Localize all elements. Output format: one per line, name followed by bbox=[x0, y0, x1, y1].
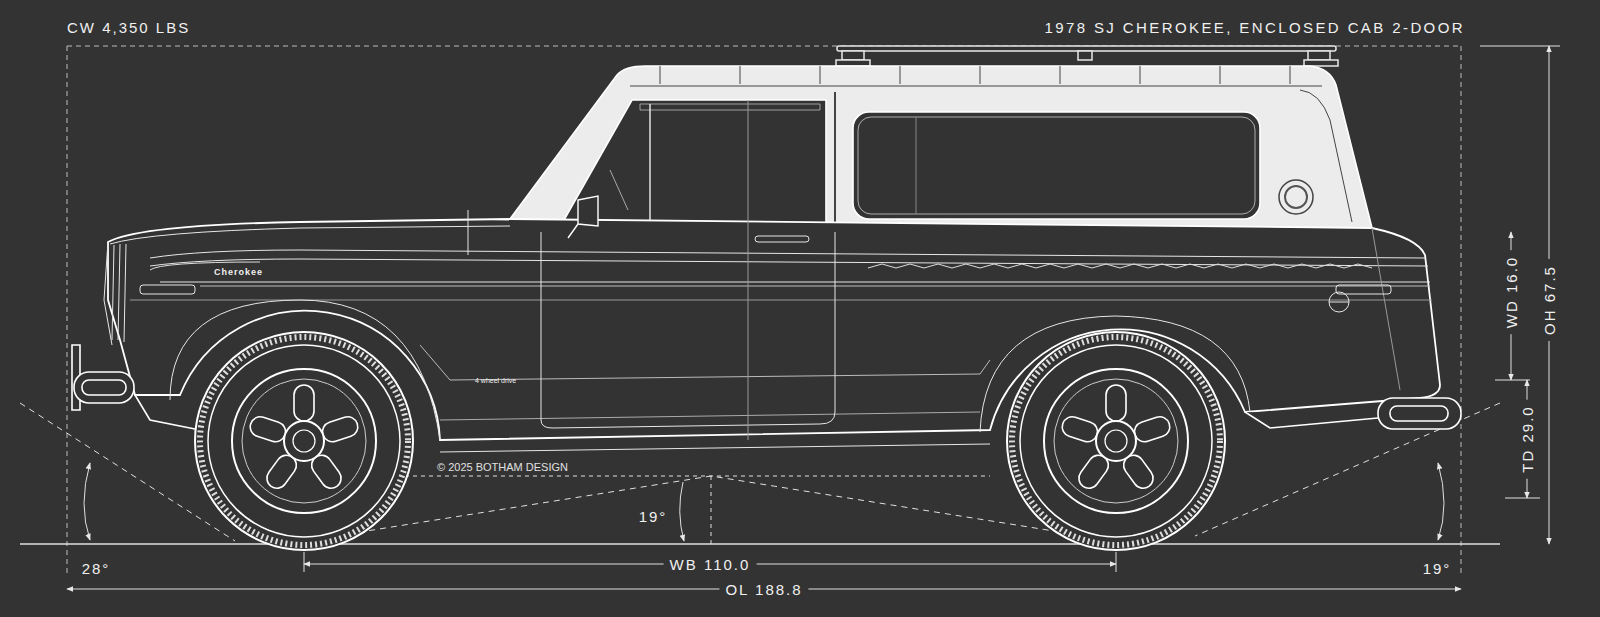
badge-text: 4 wheel drive bbox=[475, 377, 516, 384]
copyright-note: © 2025 BOTHAM DESIGN bbox=[437, 462, 568, 473]
angle-label: 19° bbox=[639, 509, 668, 524]
wheel bbox=[195, 332, 413, 550]
dimension-label: WB 110.0 bbox=[664, 555, 757, 574]
dimension-label: OL 188.8 bbox=[719, 580, 808, 599]
dimension-label: WD 16.0 bbox=[1502, 250, 1521, 334]
angle-label: 28° bbox=[82, 561, 111, 576]
angle-label: 19° bbox=[1423, 561, 1452, 576]
dimension-label: OH 67.5 bbox=[1540, 259, 1559, 341]
curb-weight: CW 4,350 LBS bbox=[67, 20, 190, 35]
wheel bbox=[1007, 332, 1225, 550]
dimension-label: TD 29.0 bbox=[1518, 399, 1537, 478]
badge-text: Cherokee bbox=[214, 268, 263, 277]
drawing-title: 1978 SJ CHEROKEE, ENCLOSED CAB 2-DOOR bbox=[1044, 20, 1465, 35]
